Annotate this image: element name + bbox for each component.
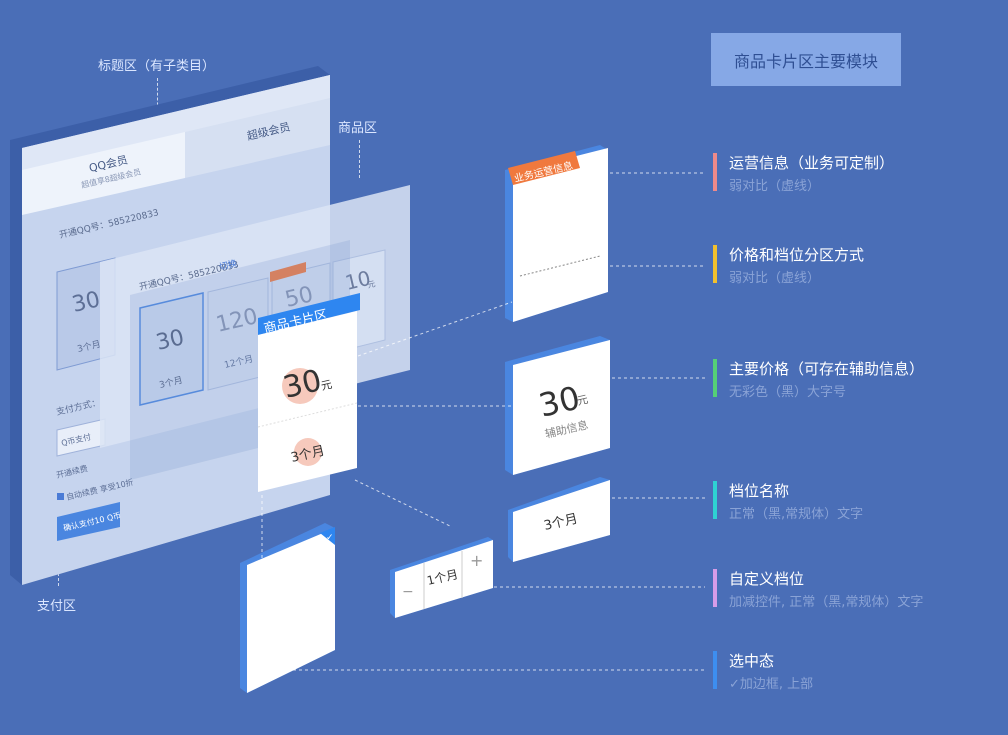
stepper-plus[interactable]: +: [470, 551, 483, 570]
callout-title: 自定义档位: [729, 570, 805, 588]
connector-lines: [261, 172, 705, 671]
price-card-value: 30: [535, 379, 583, 425]
callout-title: 价格和档位分区方式: [729, 246, 865, 264]
callout-bar: [713, 245, 717, 283]
card-area: 商品卡片区 30 元 3个月: [130, 240, 360, 492]
card-price: 30: [280, 363, 325, 406]
callout-title: 主要价格（可存在辅助信息）: [729, 360, 925, 378]
ops-info-card: 业务运营信息: [505, 145, 608, 322]
callout-title: 选中态: [729, 652, 775, 670]
callout-subtitle: 无彩色（黑）大字号: [729, 385, 847, 400]
check-icon: ✓: [326, 533, 334, 543]
callout-subtitle: ✓加边框, 上部: [729, 677, 814, 692]
page-title: 商品卡片区主要模块: [711, 33, 901, 86]
callout-bar: [713, 651, 717, 689]
card-unit: 元: [320, 378, 334, 393]
callout-subtitle: 弱对比（虚线）: [729, 271, 821, 286]
mock-period-1: 3个月: [158, 375, 184, 391]
callout-subtitle: 正常（黑,常规体）文字: [729, 507, 864, 522]
stepper-minus[interactable]: −: [402, 584, 414, 600]
ghost-period: 3个月: [76, 339, 102, 355]
product-area-label: 商品区: [338, 121, 378, 136]
callout-bar: [713, 569, 717, 607]
callout-title: 运营信息（业务可定制）: [729, 154, 895, 172]
title-area-label: 标题区（有子类目）: [98, 59, 216, 74]
callout-subtitle: 加减控件, 正常（黑,常规体）文字: [729, 595, 924, 610]
tier-name-card: 3个月: [508, 477, 610, 562]
custom-tier-stepper[interactable]: − 1个月 +: [390, 537, 493, 618]
callout-bar: [713, 359, 717, 397]
price-card-unit: 元: [576, 393, 590, 408]
callout-bar: [713, 153, 717, 191]
payment-area-label: 支付区: [37, 599, 77, 614]
selected-state-card: ✓: [240, 523, 335, 693]
callout-bar: [713, 481, 717, 519]
callout-title: 档位名称: [729, 482, 790, 500]
auto-renew-checkbox[interactable]: [57, 493, 64, 500]
pay-button[interactable]: [57, 502, 120, 541]
mock-price-1: 30: [154, 325, 187, 356]
ghost-price: 30: [70, 287, 103, 318]
switch-link[interactable]: 切换: [218, 257, 238, 273]
mock-price-4: 10: [343, 266, 373, 295]
price-card: 30 元 辅助信息: [505, 336, 610, 475]
mock-unit-4: 元: [366, 279, 376, 290]
stepper-value[interactable]: 1个月: [426, 567, 460, 588]
callout-subtitle: 弱对比（虚线）: [729, 179, 821, 194]
